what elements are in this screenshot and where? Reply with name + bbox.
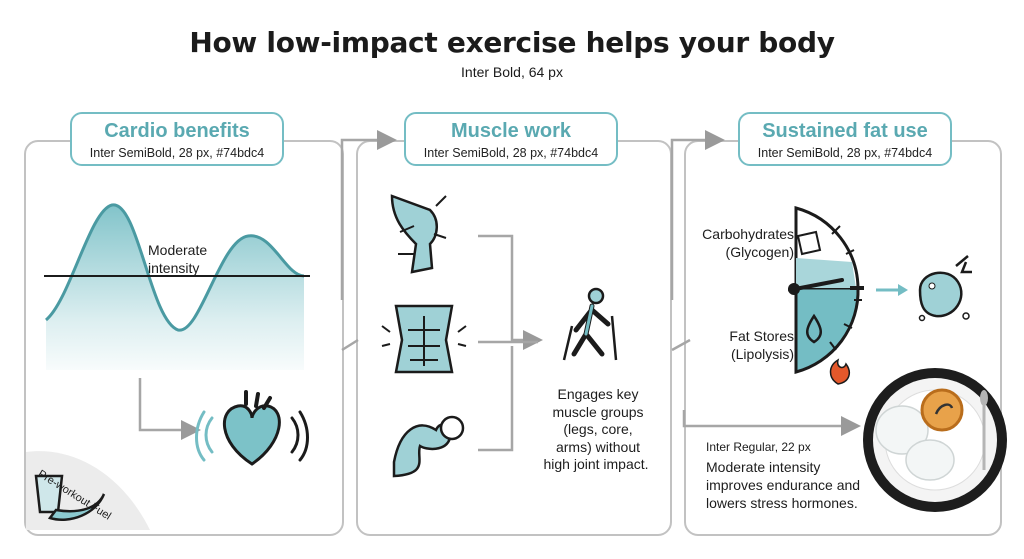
intensity-label: Moderate intensity: [148, 242, 207, 277]
muscle-caption-line5: high joint impact.: [543, 456, 649, 472]
fat-cell-icon: [918, 255, 972, 322]
fat-arrow-head: [898, 284, 908, 296]
walker-icon: [562, 287, 618, 361]
abs-icon: [381, 304, 467, 374]
wave-chart: [44, 203, 310, 370]
header-cardio: Cardio benefits Inter SemiBold, 28 px, #…: [70, 112, 284, 166]
gauge-icon: [788, 206, 864, 374]
muscle-caption-line4: arms) without: [555, 438, 641, 455]
fatstore-label-line2: (Lipolysis): [730, 345, 794, 362]
arm-icon: [392, 415, 465, 478]
header-fat-spec: Inter SemiBold, 28 px, #74bdc4: [757, 146, 933, 160]
carb-label-line2: (Glycogen): [725, 243, 794, 260]
header-muscle-title: Muscle work: [450, 120, 572, 142]
note-spec: Inter Regular, 22 px: [706, 440, 811, 454]
drop-icon: [806, 313, 822, 344]
carb-label: Carbohydrates (Glycogen): [694, 226, 794, 261]
header-cardio-title: Cardio benefits: [104, 120, 250, 142]
note-line2: improves endurance and: [706, 477, 861, 494]
muscle-caption-line2: muscle groups: [552, 403, 644, 420]
panel-link-lines: [138, 130, 861, 452]
header-fat: Sustained fat use Inter SemiBold, 28 px,…: [738, 112, 952, 166]
header-muscle-spec: Inter SemiBold, 28 px, #74bdc4: [423, 146, 599, 160]
carb-label-line1: Carbohydrates: [702, 226, 794, 242]
intensity-label-line1: Moderate: [148, 242, 208, 258]
note-line3: lowers stress hormones.: [706, 495, 858, 512]
muscle-caption-line1: Engages key: [557, 386, 639, 402]
header-fat-title: Sustained fat use: [762, 120, 928, 142]
page-title: How low-impact exercise helps your body: [189, 26, 835, 59]
fatstore-label: Fat Stores (Lipolysis): [694, 328, 794, 363]
muscle-caption-line3: (legs, core,: [563, 421, 633, 437]
note-text: Moderate intensity improves endurance an…: [706, 458, 860, 513]
leg-icon: [390, 194, 447, 274]
flame-icon: [829, 358, 851, 385]
muscle-caption: Engages key muscle groups (legs, core, a…: [542, 386, 654, 474]
header-cardio-spec: Inter SemiBold, 28 px, #74bdc4: [89, 146, 265, 160]
banana-icon: [47, 493, 106, 521]
note-line1: Moderate intensity: [706, 459, 821, 475]
fatstore-label-line1: Fat Stores: [729, 328, 794, 344]
page-subtitle: Inter Bold, 64 px: [461, 64, 563, 80]
plate-icon: [863, 368, 1007, 512]
header-muscle: Muscle work Inter SemiBold, 28 px, #74bd…: [404, 112, 618, 166]
heart-icon: [195, 390, 309, 466]
intensity-label-line2: intensity: [148, 259, 200, 276]
